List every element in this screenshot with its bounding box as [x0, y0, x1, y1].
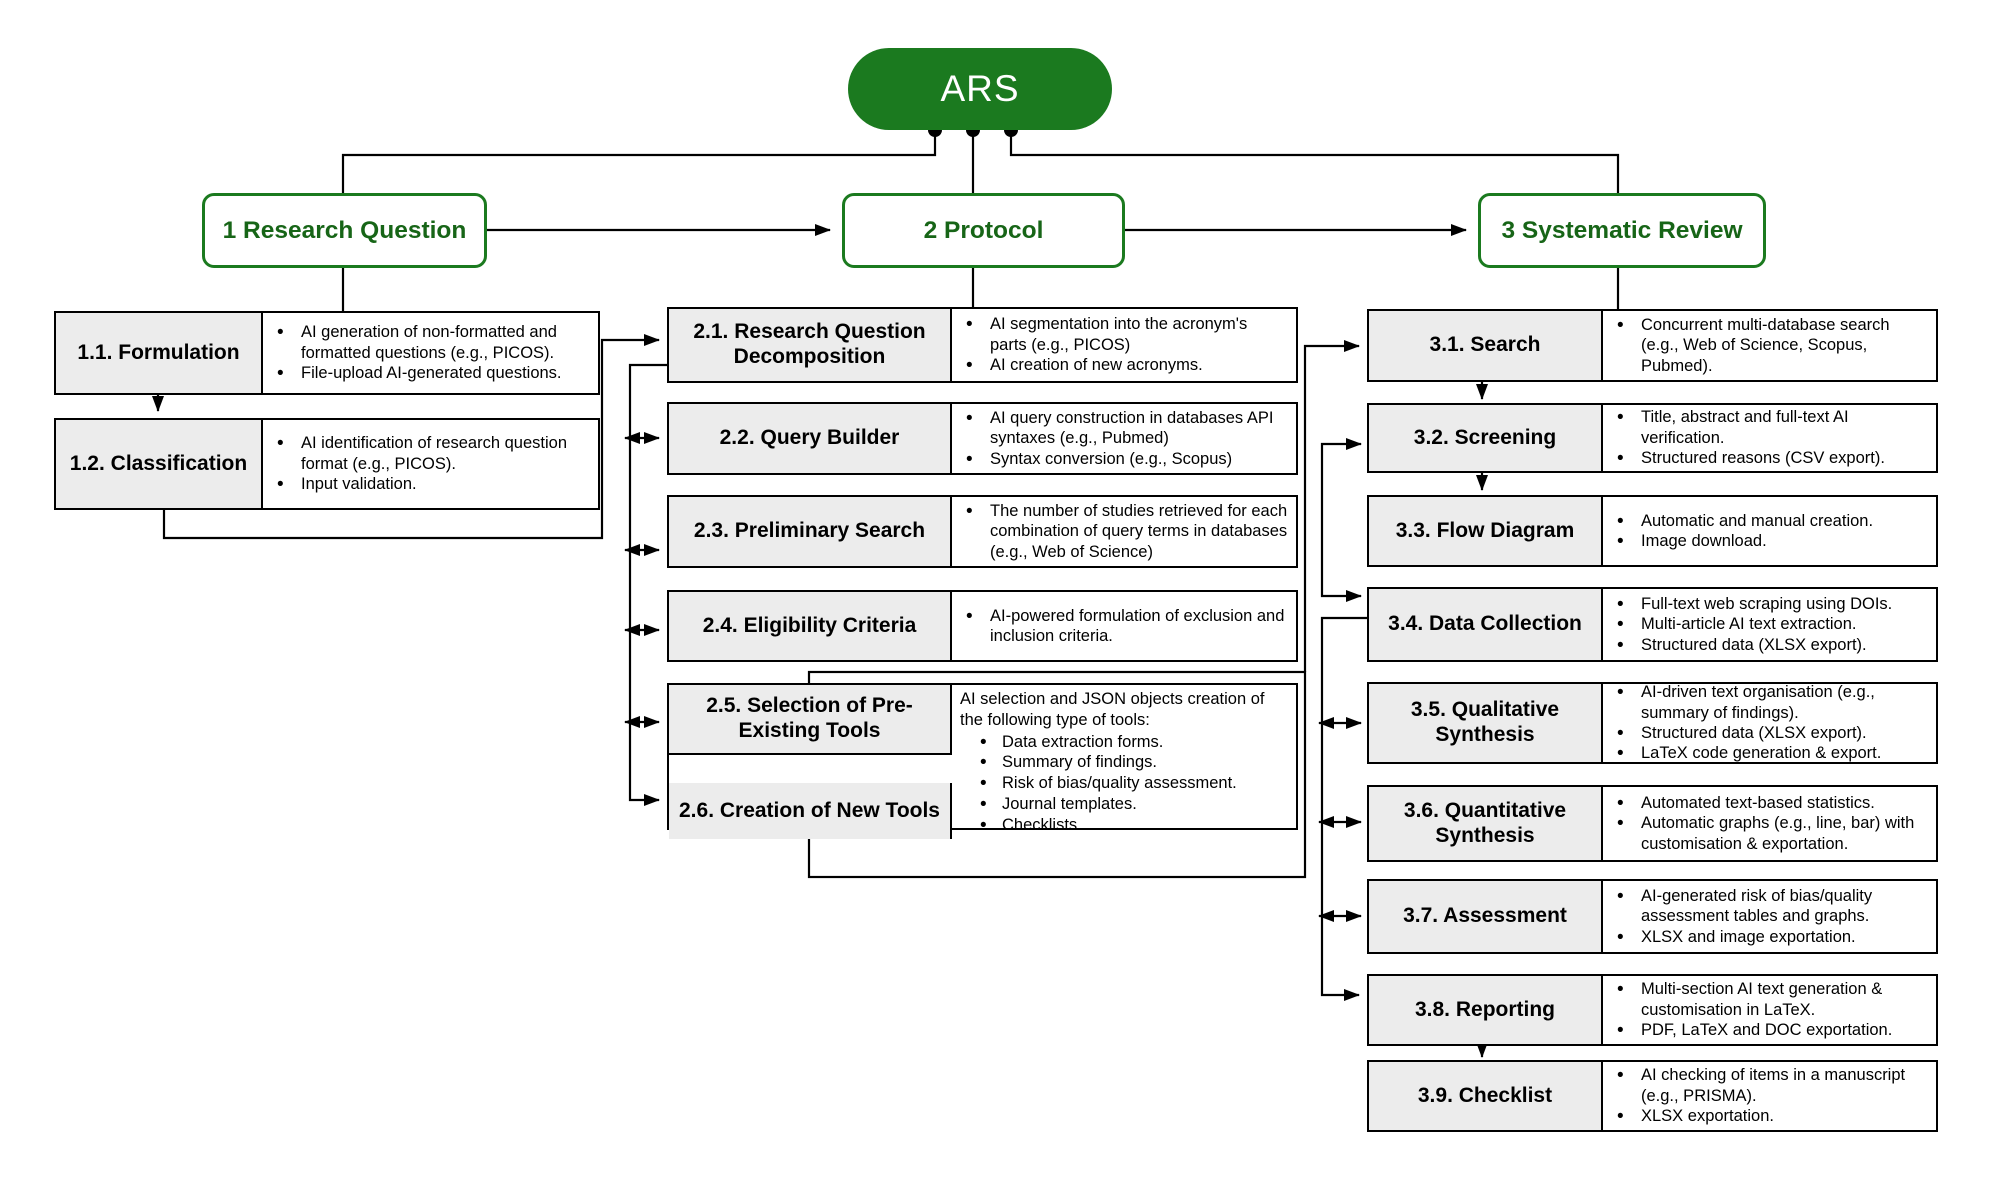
node-3-1-search: 3.1. Search Concurrent multi-database se… [1367, 309, 1938, 382]
edge-ars-to-systematic-review [1009, 130, 1620, 193]
node-title: 3.1. Search [1369, 311, 1603, 380]
node-2-1-research-question-decomposition: 2.1. Research Question Decomposition AI … [667, 307, 1298, 383]
node-title: 3.7. Assessment [1369, 881, 1603, 952]
bullet: XLSX exportation. [1605, 1105, 1928, 1129]
stage-systematic-review: 3 Systematic Review [1478, 193, 1766, 268]
stage-protocol: 2 Protocol [842, 193, 1125, 268]
bullet: File-upload AI-generated questions. [265, 362, 590, 386]
bullet: Multi-section AI text generation & custo… [1605, 978, 1928, 1020]
node-3-4-data-collection: 3.4. Data Collection Full-text web scrap… [1367, 587, 1938, 662]
node-description: Automatic and manual creation. Image dow… [1603, 497, 1936, 565]
node-title: 3.2. Screening [1369, 405, 1603, 471]
bullet: XLSX and image exportation. [1605, 926, 1928, 950]
bullet: Syntax conversion (e.g., Scopus) [954, 448, 1288, 472]
node-title: 3.3. Flow Diagram [1369, 497, 1603, 565]
node-title: 1.2. Classification [56, 420, 263, 508]
bullet: Multi-article AI text extraction. [1605, 613, 1892, 637]
tools-intro: AI selection and JSON objects creation o… [960, 690, 1265, 729]
node-description: Concurrent multi-database search (e.g., … [1603, 311, 1936, 380]
stage-research-question: 1 Research Question [202, 193, 487, 268]
bullet: Input validation. [265, 473, 590, 497]
bullet: Structured data (XLSX export). [1605, 722, 1928, 746]
root-node-ars: ARS [848, 48, 1112, 130]
stage-label: 1 Research Question [222, 216, 467, 244]
node-3-7-assessment: 3.7. Assessment AI-generated risk of bia… [1367, 879, 1938, 954]
bullet: Title, abstract and full-text AI verific… [1605, 406, 1928, 448]
bullet: Structured data (XLSX export). [1605, 634, 1892, 658]
node-description: AI identification of research question f… [263, 420, 598, 508]
bullet: AI identification of research question f… [265, 432, 590, 474]
node-3-8-reporting: 3.8. Reporting Multi-section AI text gen… [1367, 974, 1938, 1046]
bullet: AI-driven text organisation (e.g., summa… [1605, 681, 1928, 723]
node-1-1-formulation: 1.1. Formulation AI generation of non-fo… [54, 311, 600, 395]
node-description: Automated text-based statistics. Automat… [1603, 787, 1936, 860]
bullet: Automatic and manual creation. [1605, 510, 1873, 534]
edge-3-2-3-4-bidir [1320, 438, 1362, 602]
edge-3-4-rail-to-3-8 [1320, 616, 1367, 1001]
node-description: AI segmentation into the acronym's parts… [952, 309, 1296, 381]
node-2-3-preliminary-search: 2.3. Preliminary Search The number of st… [667, 495, 1298, 568]
bullet: PDF, LaTeX and DOC exportation. [1605, 1019, 1928, 1043]
node-3-3-flow-diagram: 3.3. Flow Diagram Automatic and manual c… [1367, 495, 1938, 567]
node-title: 2.1. Research Question Decomposition [669, 309, 952, 381]
node-3-5-qualitative-synthesis: 3.5. Qualitative Synthesis AI-driven tex… [1367, 681, 1938, 767]
stage-label: 3 Systematic Review [1501, 216, 1743, 244]
bullet: AI segmentation into the acronym's parts… [954, 313, 1288, 355]
node-description: Full-text web scraping using DOIs. Multi… [1603, 589, 1936, 660]
node-title-2-6: 2.6. Creation of New Tools [669, 782, 952, 840]
node-description: Multi-section AI text generation & custo… [1603, 976, 1936, 1044]
node-description: AI-powered formulation of exclusion and … [952, 592, 1296, 660]
node-2-2-query-builder: 2.2. Query Builder AI query construction… [667, 402, 1298, 475]
bullet: Risk of bias/quality assessment. [960, 772, 1288, 796]
node-description: AI selection and JSON objects creation o… [952, 685, 1296, 839]
bullet: Automated text-based statistics. [1605, 792, 1928, 816]
node-description: AI-driven text organisation (e.g., summa… [1603, 681, 1936, 766]
node-3-9-checklist: 3.9. Checklist AI checking of items in a… [1367, 1060, 1938, 1132]
bullet: Full-text web scraping using DOIs. [1605, 593, 1892, 617]
node-title: 3.8. Reporting [1369, 976, 1603, 1044]
node-2-5-2-6-tools-group: 2.5. Selection of Pre-Existing Tools 2.6… [667, 683, 1298, 840]
edge-2-1-rail-to-2-6 [628, 363, 667, 806]
node-title: 1.1. Formulation [56, 313, 263, 393]
node-3-2-screening: 3.2. Screening Title, abstract and full-… [1367, 403, 1938, 473]
edge-ars-to-research-question [341, 130, 937, 193]
node-title: 2.2. Query Builder [669, 404, 952, 473]
node-description: The number of studies retrieved for each… [952, 497, 1296, 566]
node-title: 3.5. Qualitative Synthesis [1369, 684, 1603, 762]
node-title: 3.9. Checklist [1369, 1062, 1603, 1130]
root-label: ARS [940, 68, 1020, 109]
edge-tools-group-to-3-1 [1303, 340, 1360, 672]
bullet: AI creation of new acronyms. [954, 354, 1288, 378]
node-description: Title, abstract and full-text AI verific… [1603, 405, 1936, 471]
bullet: AI query construction in databases API s… [954, 407, 1288, 449]
bullet: Journal templates. [960, 793, 1288, 817]
bullet: Data extraction forms. [960, 731, 1288, 755]
edge-1-2-to-2-1 [162, 334, 660, 540]
bullet: AI checking of items in a manuscript (e.… [1605, 1064, 1928, 1106]
node-description: AI checking of items in a manuscript (e.… [1603, 1062, 1936, 1130]
bullet: AI-powered formulation of exclusion and … [954, 605, 1288, 647]
node-title: 3.6. Quantitative Synthesis [1369, 787, 1603, 860]
bullet: Structured reasons (CSV export). [1605, 447, 1928, 471]
bullet: The number of studies retrieved for each… [954, 500, 1288, 562]
bullet: Concurrent multi-database search (e.g., … [1605, 314, 1928, 376]
bullet: Summary of findings. [960, 751, 1288, 775]
node-title-2-5: 2.5. Selection of Pre-Existing Tools [669, 685, 952, 755]
node-2-4-eligibility-criteria: 2.4. Eligibility Criteria AI-powered for… [667, 590, 1298, 662]
bullet: Checklists. [960, 814, 1288, 838]
node-title: 2.4. Eligibility Criteria [669, 592, 952, 660]
node-title: 2.3. Preliminary Search [669, 497, 952, 566]
bullet: AI-generated risk of bias/quality assess… [1605, 885, 1928, 927]
bullet: LaTeX code generation & export. [1605, 742, 1928, 766]
bullet: Automatic graphs (e.g., line, bar) with … [1605, 812, 1928, 854]
node-description: AI query construction in databases API s… [952, 404, 1296, 473]
node-description: AI-generated risk of bias/quality assess… [1603, 881, 1936, 952]
node-3-6-quantitative-synthesis: 3.6. Quantitative Synthesis Automated te… [1367, 785, 1938, 862]
node-title: 3.4. Data Collection [1369, 589, 1603, 660]
bullet: Image download. [1605, 530, 1873, 554]
node-1-2-classification: 1.2. Classification AI identification of… [54, 418, 600, 510]
node-description: AI generation of non-formatted and forma… [263, 313, 598, 393]
bullet: AI generation of non-formatted and forma… [265, 321, 590, 363]
stage-label: 2 Protocol [923, 216, 1044, 244]
